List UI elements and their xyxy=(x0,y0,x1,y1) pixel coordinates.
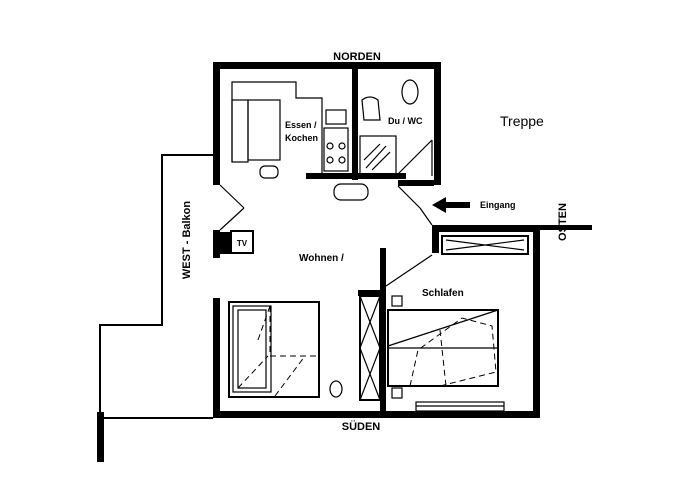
label-dining-kitchen-1: Essen / xyxy=(285,120,317,130)
exterior-walls xyxy=(213,62,592,418)
interior-walls xyxy=(306,62,434,411)
label-east: OSTEN xyxy=(557,203,569,241)
label-entrance: Eingang xyxy=(480,200,516,210)
table-icon xyxy=(333,183,369,201)
label-north: NORDEN xyxy=(333,51,381,63)
shower-icon xyxy=(359,135,397,175)
plant-icon xyxy=(329,380,343,398)
tv-cabinet xyxy=(230,230,254,254)
label-south: SÜDEN xyxy=(342,420,381,433)
label-dining-kitchen-2: Kochen xyxy=(285,133,318,143)
sink-icon xyxy=(325,109,347,125)
toilet-icon xyxy=(401,79,419,105)
arrow-left-icon xyxy=(432,197,470,213)
label-west-balcony: WEST - Balkon xyxy=(181,201,193,280)
label-living: Wohnen / xyxy=(299,253,344,264)
wardrobe xyxy=(359,295,381,401)
nightstand-icon-2 xyxy=(391,387,403,399)
label-bedroom: Schlafen xyxy=(422,288,464,299)
chair-icon xyxy=(259,165,279,179)
stove-icon xyxy=(323,127,349,172)
door-swings xyxy=(219,139,433,287)
kitchen-furniture xyxy=(231,81,369,201)
label-tv: TV xyxy=(237,239,248,248)
label-stairs: Treppe xyxy=(500,113,544,129)
bathroom-fixtures xyxy=(359,79,419,175)
balcony-post xyxy=(97,412,104,462)
bedroom-furniture xyxy=(387,235,529,412)
balcony-outline xyxy=(99,154,213,419)
label-bath: Du / WC xyxy=(388,116,423,126)
cabinet-icon xyxy=(441,235,529,255)
nightstand-icon xyxy=(391,295,403,307)
sofa-bed xyxy=(228,301,320,398)
washbasin-icon xyxy=(361,96,381,121)
